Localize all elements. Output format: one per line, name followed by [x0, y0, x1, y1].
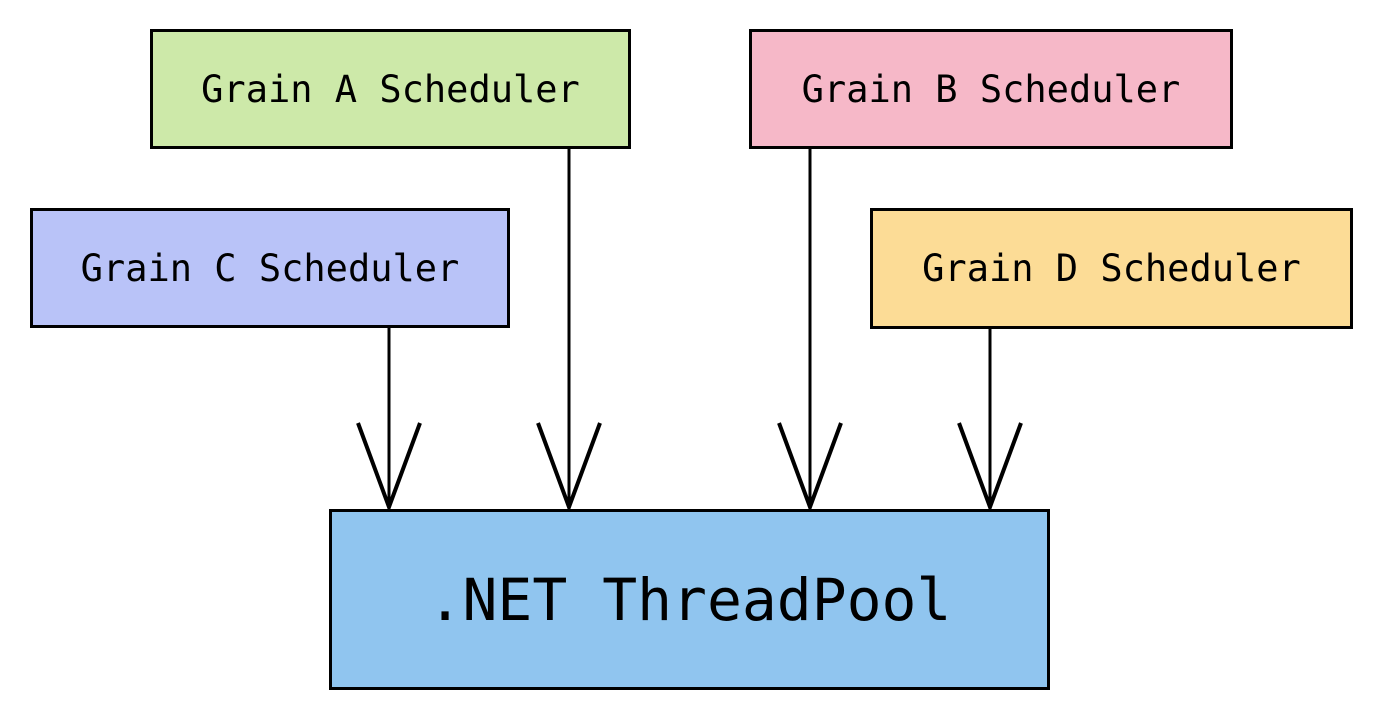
- node-grain-a-scheduler-label: Grain A Scheduler: [201, 67, 580, 111]
- node-grain-b-scheduler: Grain B Scheduler: [749, 29, 1233, 149]
- node-dotnet-threadpool: .NET ThreadPool: [329, 509, 1050, 690]
- node-grain-b-scheduler-label: Grain B Scheduler: [801, 67, 1181, 111]
- node-grain-c-scheduler-label: Grain C Scheduler: [80, 246, 460, 290]
- node-dotnet-threadpool-label: .NET ThreadPool: [427, 565, 952, 634]
- arrow-grain-d-to-threadpool: [957, 329, 1023, 513]
- node-grain-a-scheduler: Grain A Scheduler: [150, 29, 631, 149]
- arrow-grain-c-to-threadpool: [356, 328, 422, 513]
- node-grain-c-scheduler: Grain C Scheduler: [30, 208, 510, 328]
- arrow-grain-b-to-threadpool: [777, 148, 843, 513]
- node-grain-d-scheduler-label: Grain D Scheduler: [922, 247, 1301, 290]
- node-grain-d-scheduler: Grain D Scheduler: [870, 208, 1353, 329]
- arrow-grain-a-to-threadpool: [536, 148, 602, 513]
